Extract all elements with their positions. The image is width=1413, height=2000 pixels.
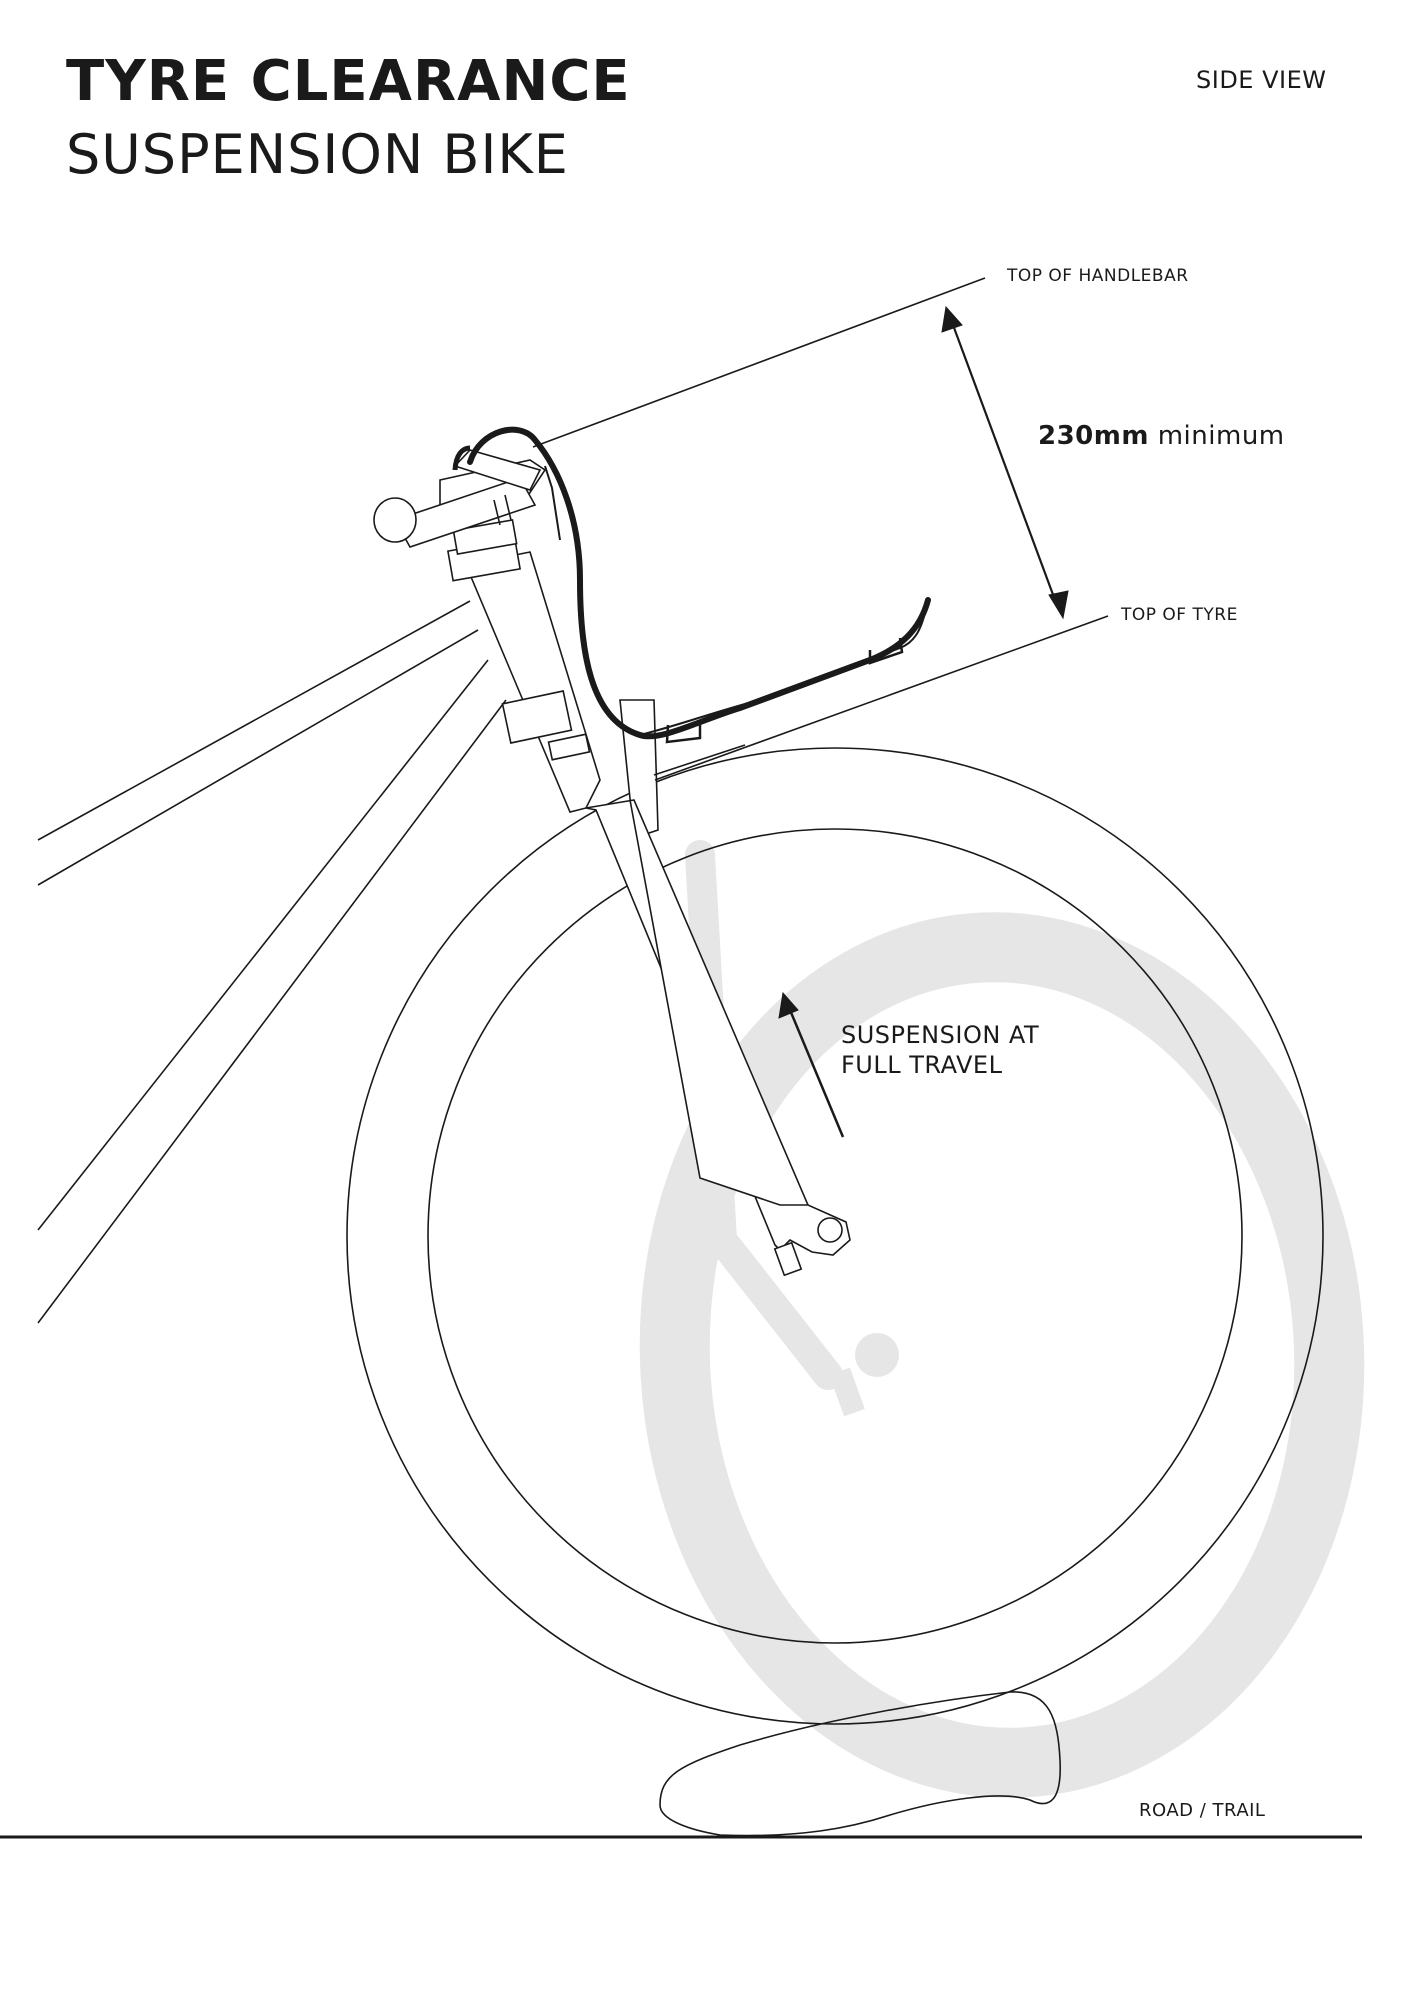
bike-frame [37, 600, 507, 1324]
headtube [446, 519, 601, 813]
tyre-contact [659, 1691, 1061, 1837]
fork [585, 799, 851, 1277]
measurement-qualifier: minimum [1157, 421, 1285, 451]
page-subtitle: SUSPENSION BIKE [66, 123, 569, 186]
suspension-note-line2: FULL TRAVEL [841, 1051, 1003, 1079]
handlebar-line [532, 277, 986, 448]
label-road-trail: ROAD / TRAIL [1139, 1800, 1266, 1821]
measurement-value: 230mm [1038, 421, 1149, 451]
view-label: SIDE VIEW [1196, 66, 1327, 94]
page-title: TYRE CLEARANCE [66, 49, 631, 114]
dimension-arrow [941, 305, 1069, 620]
reference-lines [0, 277, 1362, 1839]
clearance-measurement: 230mm minimum [1038, 421, 1285, 451]
label-top-of-tyre: TOP OF TYRE [1121, 605, 1238, 625]
tyre-line [654, 615, 1109, 781]
front-wheel [346, 747, 1324, 1725]
front-rack [452, 426, 931, 744]
handlebar [373, 449, 547, 548]
ghost-wheel [639, 840, 1365, 1798]
label-top-of-handlebar: TOP OF HANDLEBAR [1007, 266, 1189, 286]
suspension-arrow [778, 991, 845, 1138]
suspension-note: SUSPENSION AT FULL TRAVEL [841, 1020, 1039, 1080]
suspension-note-line1: SUSPENSION AT [841, 1021, 1040, 1049]
